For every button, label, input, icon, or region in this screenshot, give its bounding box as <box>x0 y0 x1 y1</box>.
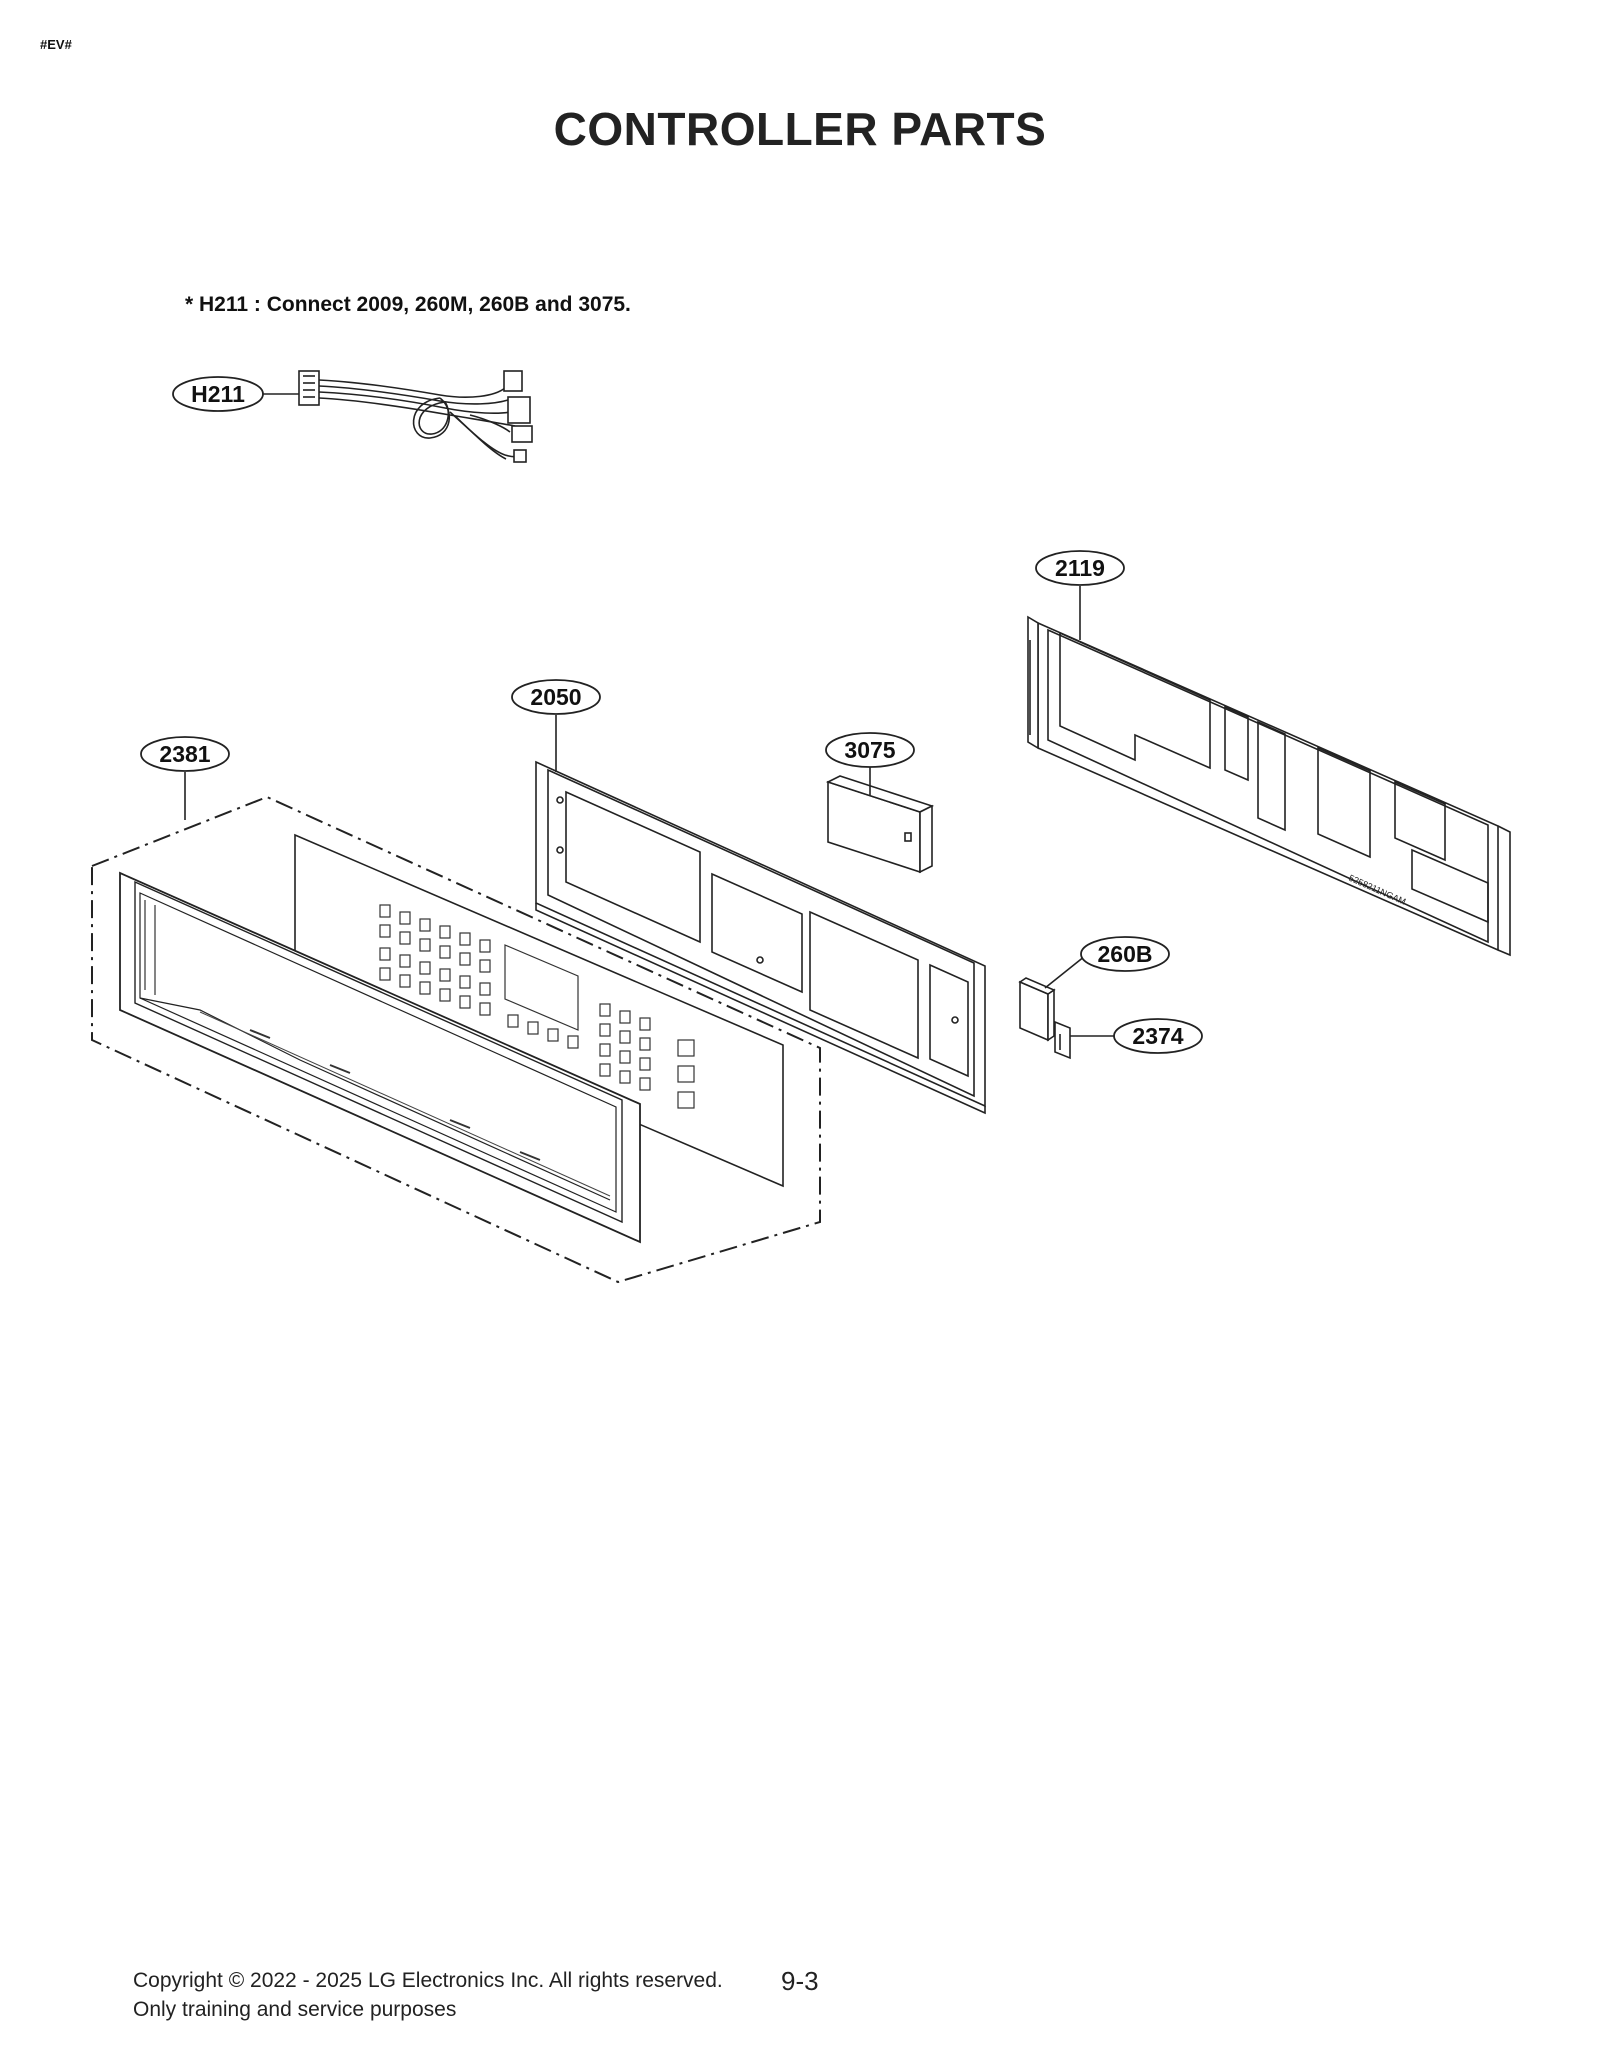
callout-2374: 2374 <box>1070 1018 1203 1054</box>
callout-label-2381: 2381 <box>159 741 210 767</box>
callout-h211: H211 <box>172 376 299 412</box>
page-title: CONTROLLER PARTS <box>553 103 1047 155</box>
callout-260b: 260B <box>1044 936 1170 989</box>
footer-copyright: Copyright © 2022 - 2025 LG Electronics I… <box>133 1966 723 2024</box>
connection-note: * H211 : Connect 2009, 260M, 260B and 30… <box>185 293 631 316</box>
purpose-line: Only training and service purposes <box>133 1998 457 2021</box>
bracket-260b <box>1018 977 1056 1042</box>
callout-label-2374: 2374 <box>1132 1023 1183 1049</box>
frame-2050 <box>535 760 986 1115</box>
clip-2374 <box>1054 1020 1071 1060</box>
callout-2381: 2381 <box>140 736 230 820</box>
callout-3075: 3075 <box>825 732 915 795</box>
callout-label-3075: 3075 <box>844 737 895 763</box>
callout-2119: 2119 <box>1035 550 1125 640</box>
front-panel-2381 <box>91 795 821 1284</box>
module-3075 <box>825 775 935 874</box>
copyright-line: Copyright © 2022 - 2025 LG Electronics I… <box>133 1969 723 1992</box>
bracket-2119: 5258211NGAM <box>1027 615 1511 957</box>
callout-2050: 2050 <box>511 679 601 772</box>
callout-label-h211: H211 <box>191 381 245 407</box>
page-number: 9-3 <box>781 1966 819 1996</box>
wire-harness-h211 <box>298 370 533 463</box>
callout-label-260b: 260B <box>1098 941 1153 967</box>
document-tag: #EV# <box>40 37 72 52</box>
callout-label-2050: 2050 <box>530 684 581 710</box>
callout-label-2119: 2119 <box>1055 555 1105 581</box>
